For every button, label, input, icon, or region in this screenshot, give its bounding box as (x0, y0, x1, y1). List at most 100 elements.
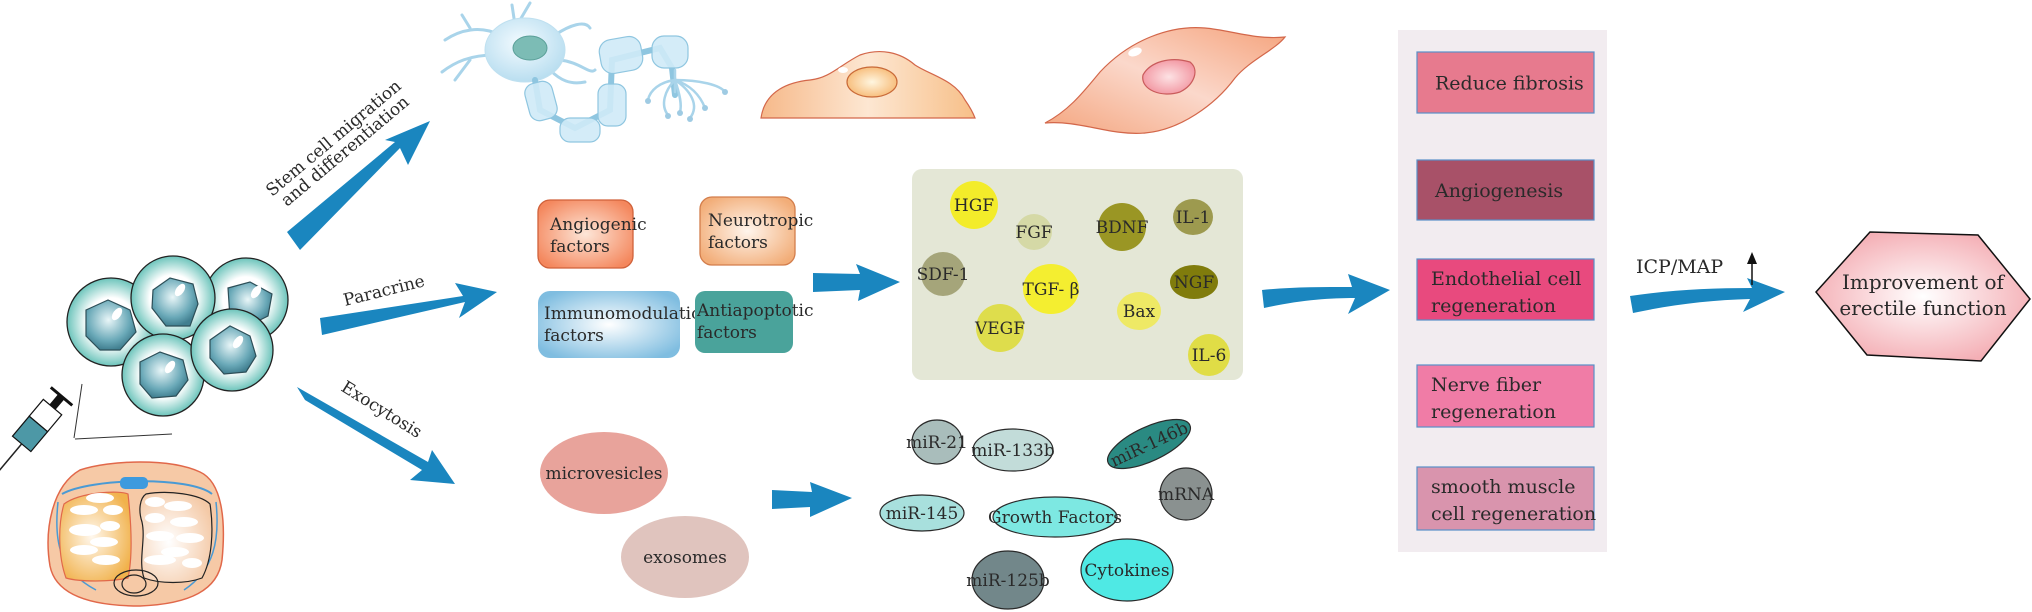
panel-to-outcomes-arrow (1262, 274, 1390, 314)
factor-bubble-label: TGF- β (1023, 280, 1080, 300)
neuron-icon (440, 1, 728, 143)
factor-bubble-shape (976, 304, 1024, 352)
cargo-mir-21: miR-21 (906, 419, 968, 465)
cargo-mir-133b: miR-133b (971, 428, 1055, 472)
factor-bubble-label: FGF (1015, 223, 1052, 243)
cargo-label: Growth Factors (988, 508, 1122, 528)
vesicle-exosomes: exosomes (621, 516, 749, 598)
cargo-shape (911, 419, 963, 465)
smooth-muscle-cell-flat-icon (760, 51, 976, 119)
outcome-box-shape (1416, 51, 1595, 114)
factor-box-immunomodulation: Immunomodulation factors (538, 291, 712, 358)
outcome-line2: regeneration (1431, 295, 1556, 317)
factor-box-antiapoptotic: Antiapoptotic factors (695, 291, 814, 353)
cargo-shape (971, 550, 1045, 610)
outcome-box-reduce-fibrosis: Reduce fibrosis (1416, 51, 1595, 114)
cargo-cytokines: Cytokines (1080, 538, 1174, 602)
factor-bubble-shape (1188, 334, 1230, 376)
outcome-box-shape (1416, 466, 1595, 531)
cargo-shape (1080, 538, 1174, 602)
vesicle-label: microvesicles (545, 464, 662, 484)
migration-label-line1: Stem cell migration (262, 76, 405, 201)
outcome-box-angiogenesis: Angiogenesis (1416, 159, 1595, 221)
migration-arrow (287, 121, 430, 250)
cargo-label: miR-21 (906, 433, 968, 453)
factor-bubble-shape (1098, 203, 1146, 251)
icp-map-label: ICP/MAP (1636, 256, 1723, 278)
outcome-line1: Endothelial cell (1431, 268, 1581, 290)
factor-bubble-label: VEGF (974, 319, 1025, 339)
cargo-label: miR-125b (966, 571, 1050, 591)
outcome-box-endothelial-cell-regeneration: Endothelial cell regeneration (1416, 258, 1595, 321)
factor-box-line2: factors (550, 237, 610, 257)
vesicle-microvesicles: microvesicles (540, 432, 668, 514)
factor-box-line2: factors (708, 233, 768, 253)
result-line2: erectile function (1839, 296, 2006, 320)
factor-box-line2: factors (697, 323, 757, 343)
outcome-box-nerve-fiber-regeneration: Nerve fiber regeneration (1416, 364, 1595, 428)
cargo-shape (972, 428, 1054, 472)
outcome-line2: cell regeneration (1431, 503, 1596, 525)
factor-bubble-shape (921, 252, 965, 296)
factor-box-line1: Immunomodulation (544, 304, 712, 324)
factor-box-line1: Antiapoptotic (696, 301, 814, 321)
factor-bubble-label: NGF (1174, 273, 1214, 293)
factor-box-line1: Neurotropic (708, 211, 813, 231)
factor-bubble-label: HGF (954, 196, 994, 216)
factor-bubble-label: BDNF (1096, 218, 1149, 238)
paracrine-arrow (320, 283, 497, 335)
outcomes-to-result-arrow (1630, 278, 1785, 313)
factor-bubble-shape (1023, 264, 1079, 314)
cargo-label: miR-133b (971, 441, 1055, 461)
outcome-box-shape (1416, 159, 1595, 221)
cargo-mir-145: miR-145 (879, 494, 965, 532)
cargo-shape (992, 496, 1118, 538)
factor-bubble-shape (950, 181, 998, 229)
cargo-mir-125b: miR-125b (966, 550, 1050, 610)
outcome-line1: Angiogenesis (1434, 180, 1563, 202)
cargo-growth-factors: Growth Factors (988, 496, 1122, 538)
stem-cell-cluster (66, 255, 289, 417)
spindle-cell-icon (1044, 27, 1287, 134)
outcome-box-smooth-muscle-cell-regeneration: smooth muscle cell regeneration (1416, 466, 1596, 531)
factor-bubble-ngf: NGF (1170, 265, 1218, 299)
vesicle-label: exosomes (643, 548, 727, 568)
factor-bubble-tgf: TGF- β (1023, 264, 1080, 314)
exocytosis-arrow (297, 387, 455, 484)
outcome-box-shape (1416, 364, 1595, 428)
cargo-label: miR-145 (886, 504, 959, 524)
penile-cross-section-icon (47, 461, 225, 607)
vesicles-to-cargo-arrow (772, 482, 852, 517)
result-line1: Improvement of (1842, 270, 2006, 294)
factor-bubble-hgf: HGF (950, 181, 998, 229)
outcome-line1: Nerve fiber (1431, 374, 1542, 396)
factor-bubble-shape (1170, 265, 1218, 299)
factor-box-angiogenic: Angiogenic factors (537, 199, 647, 269)
stem-cell (190, 308, 274, 392)
outcome-line2: regeneration (1431, 401, 1556, 423)
outcome-line1: smooth muscle (1431, 476, 1576, 498)
factor-bubble-vegf: VEGF (974, 304, 1025, 352)
outcome-box-shape (1416, 258, 1595, 321)
stem-cell (121, 333, 205, 417)
factor-box-neurotropic: Neurotropic factors (699, 196, 813, 266)
factor-box-line2: factors (544, 326, 604, 346)
factor-bubble-bdnf: BDNF (1096, 203, 1149, 251)
factor-bubble-label: IL-1 (1176, 208, 1211, 228)
outcome-line1: Reduce fibrosis (1435, 73, 1584, 95)
factor-bubble-bax: Bax (1117, 292, 1161, 330)
cargo-shape (879, 494, 965, 532)
factor-bubble-il-6: IL-6 (1188, 334, 1230, 376)
cargo-shape (1106, 418, 1192, 470)
factor-bubble-il-1: IL-1 (1173, 199, 1213, 235)
factor-box-line1: Angiogenic (549, 215, 647, 235)
up-arrow-icon (1747, 252, 1757, 285)
factor-bubble-label: Bax (1123, 302, 1156, 322)
factor-bubble-shape (1016, 214, 1052, 250)
factor-bubble-shape (1173, 199, 1213, 235)
factor-bubble-fgf: FGF (1015, 214, 1053, 250)
